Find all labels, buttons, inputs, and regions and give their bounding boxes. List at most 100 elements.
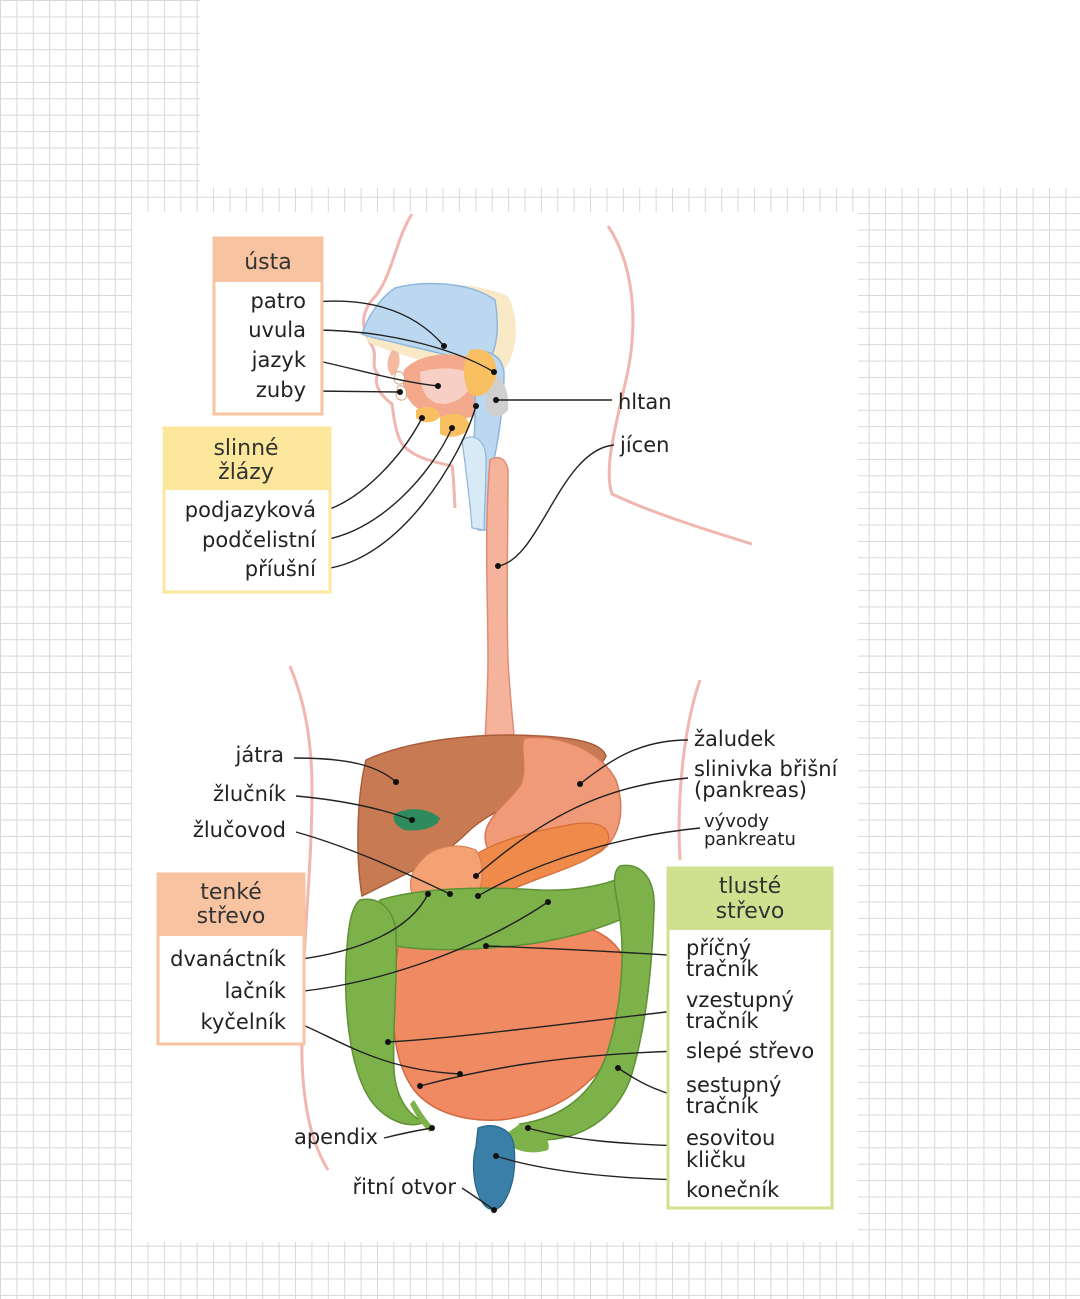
label-pricny-line2: tračník [686,957,759,981]
group-large-intestine-title-line1: tlusté [719,874,781,899]
dot-jazyk [435,383,441,389]
label-zuby: zuby [256,378,306,402]
leader-dots [385,343,621,1213]
leader-jazyk [313,359,439,387]
group-mouth-title: ústa [244,250,292,275]
group-mouth: ústa patro uvula jazyk zuby [212,236,324,416]
label-jazyk: jazyk [251,348,307,372]
dot-slepe [417,1083,423,1089]
label-zlucovod: žlučovod [193,818,286,842]
label-dvanactnik: dvanáctník [170,947,287,971]
label-jicen: jícen [619,433,669,457]
group-small-intestine-header [158,874,304,936]
dot-hltan [493,397,499,403]
group-large-intestine: tlusté střevo příčný tračník vzestupný t… [666,866,834,1210]
upper-teeth-shape [393,371,405,385]
submandibular-gland-shape [440,413,470,437]
dot-kycelnik [457,1071,463,1077]
dot-vzestupny [385,1039,391,1045]
esophagus-shape [483,457,517,761]
group-small-intestine: tenké střevo dvanáctník lačník kyčelník [156,872,306,1046]
appendix-shape [410,1100,434,1132]
standalone-labels: hltan jícen játra žlučník žlučovod žalud… [193,390,839,1199]
label-vzestupny-line1: vzestupný [686,988,794,1012]
body-outline [288,213,753,1171]
label-slinivka-line2: (pankreas) [694,778,807,802]
dot-konecnik [493,1153,499,1159]
label-esovitou-line2: kličku [686,1148,746,1172]
dot-priusni [473,403,479,409]
label-slinivka-line1: slinivka břišní [694,757,839,781]
torso-outline-left [288,665,330,1171]
gallbladder-shape [393,809,440,831]
dot-uvula [491,369,497,375]
leader-kycelnik [295,1021,461,1075]
leader-dvanactnik [293,893,429,961]
label-vzestupny-line2: tračník [686,1009,759,1033]
leader-patro [313,300,445,347]
oral-cavity-shape [420,368,474,404]
group-salivary-header [164,428,330,490]
label-zaludek: žaludek [694,727,776,751]
label-lacnik: lačník [224,979,286,1003]
label-konecnik: konečník [686,1178,780,1202]
label-ritni-otvor: řitní otvor [352,1175,456,1199]
leader-zlucovod [295,831,451,895]
dot-zlucnik [409,817,415,823]
head-outline-left [362,213,457,509]
label-zlucnik: žlučník [213,782,287,806]
label-podcelistni: podčelistní [202,528,317,552]
group-salivary: slinné žlázy podjazyková podčelistní pří… [162,426,332,594]
group-large-intestine-header [668,868,832,930]
leader-apendix [383,1127,433,1139]
group-large-intestine-title-line2: střevo [716,899,785,924]
head-outline-right [606,225,753,546]
larynx-shape [461,436,487,531]
dot-jicen [495,563,501,569]
dot-podcelistni [449,425,455,431]
label-priusni: příušní [245,557,317,581]
leader-lines [293,300,701,1211]
group-small-intestine-title-line1: tenké [200,880,262,905]
label-uvula: uvula [248,318,306,342]
lip-upper-shape [387,350,400,376]
dot-sestupny [615,1065,621,1071]
label-slepe-strevo: slepé střevo [686,1039,814,1063]
dot-ritni [491,1207,497,1213]
dot-patro [441,343,447,349]
label-pricny-line1: příčný [686,936,751,960]
leader-slepe [419,1050,685,1087]
leader-vyvody [477,827,701,897]
group-mouth-header [214,238,322,282]
label-jatra: játra [235,743,284,767]
label-patro: patro [251,289,306,313]
leader-zuby [313,390,401,393]
dot-pricny [483,943,489,949]
label-apendix: apendix [294,1125,378,1149]
leader-esovitou [527,1127,685,1147]
leader-slinivka [475,777,689,877]
dot-lacnik [545,899,551,905]
label-vyvody-line1: vývody [704,811,769,832]
leader-jicen [497,444,615,567]
dot-slinivka [473,873,479,879]
torso-outline-right [677,679,702,861]
group-salivary-title-line2: žlázy [218,460,274,485]
head-organs [361,282,516,531]
page-blank-top [200,0,1080,188]
group-salivary-title-line1: slinné [213,436,278,461]
dot-jatra [393,779,399,785]
label-podjazykova: podjazyková [185,498,316,522]
dot-vyvody [475,893,481,899]
dot-zlucovod [447,891,453,897]
leader-podjazykova [323,417,423,512]
label-sestupny-line1: sestupný [686,1073,781,1097]
leader-vzestupny [387,1009,685,1043]
label-hltan: hltan [618,390,672,414]
leader-zlucnik [295,795,413,821]
group-small-intestine-title-line2: střevo [197,904,266,929]
dot-podjazykova [419,415,425,421]
leader-pricny [485,945,685,957]
leader-priusni [323,405,477,570]
